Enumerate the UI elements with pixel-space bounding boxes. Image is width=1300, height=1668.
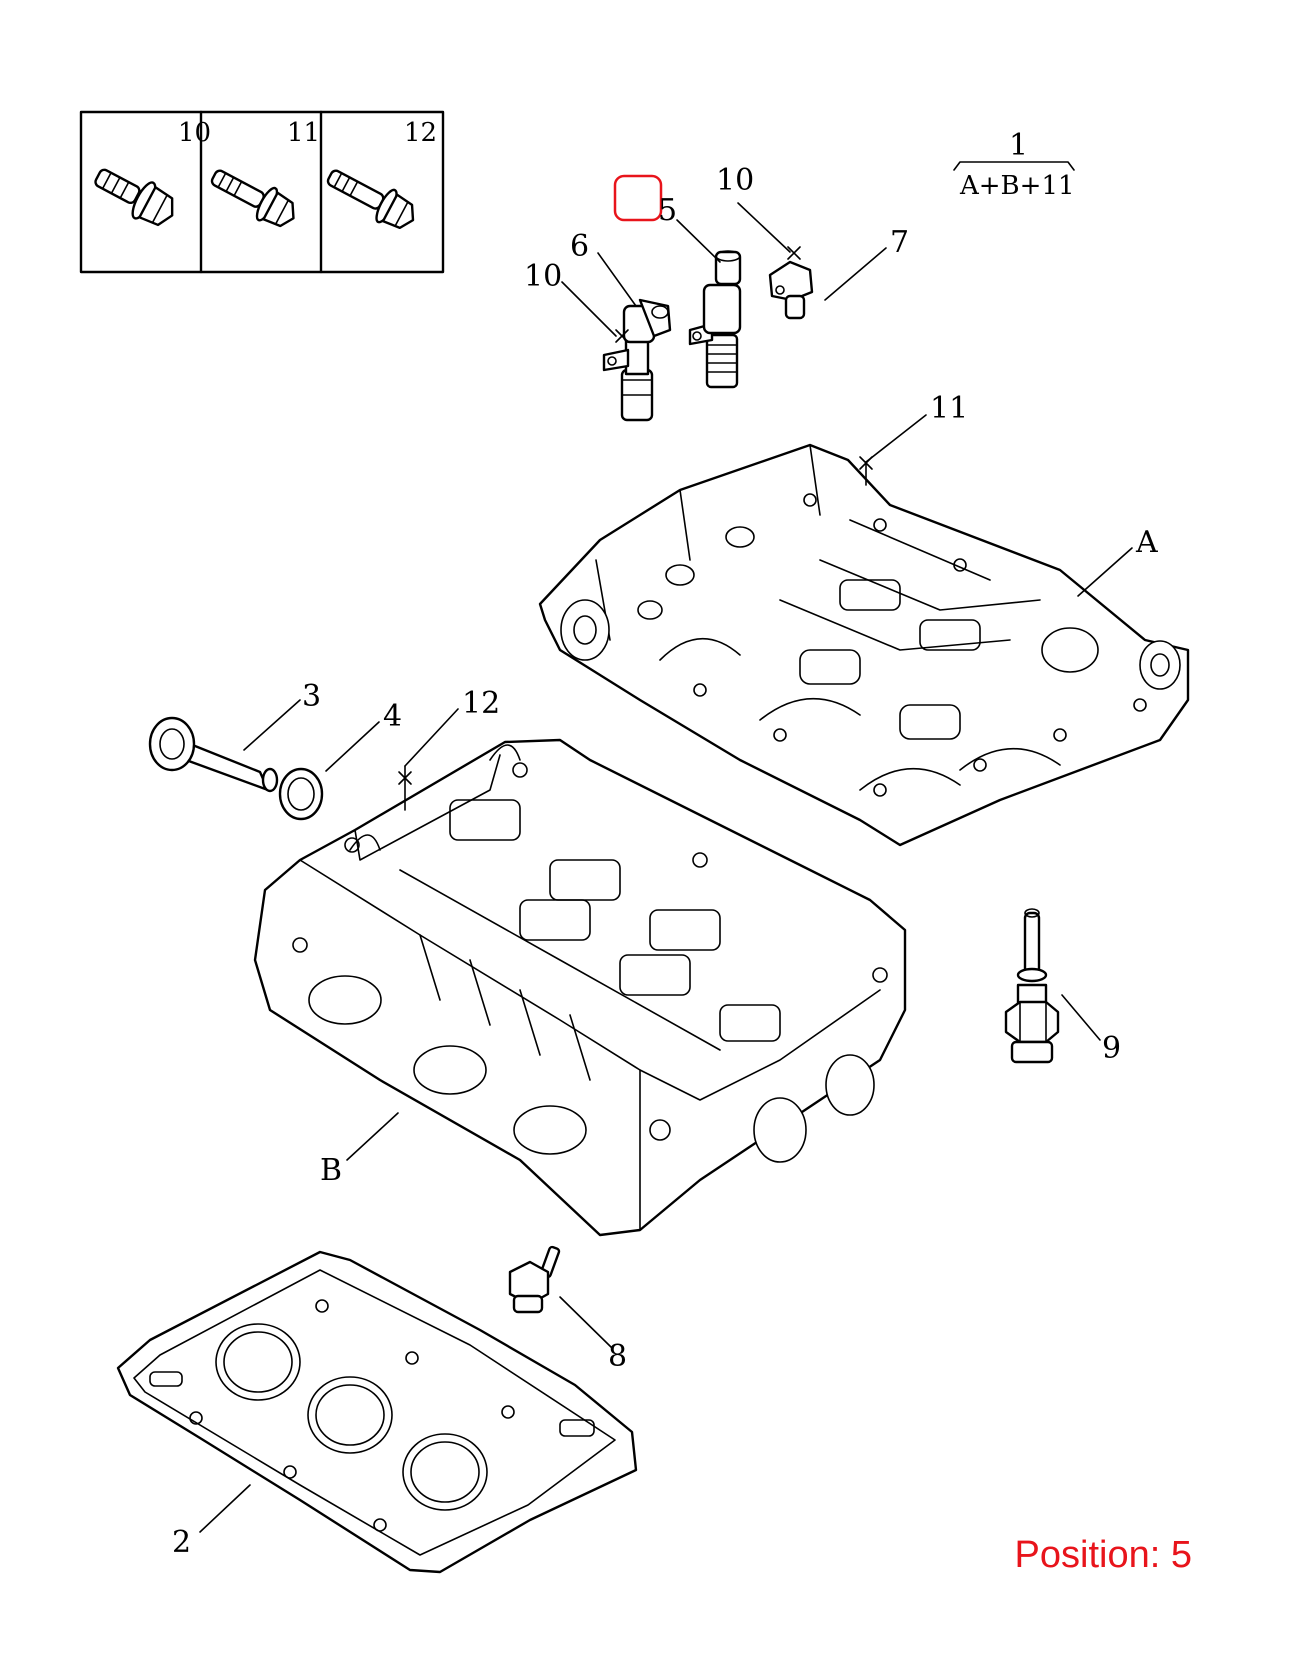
callout-10-left[interactable]: 10 bbox=[524, 259, 562, 294]
bolt-panel-label-11: 11 bbox=[287, 118, 320, 148]
bolt-reference-panel: 10 11 12 bbox=[79, 110, 445, 274]
callout-5-highlight bbox=[613, 174, 663, 222]
solenoid-valve-6-icon bbox=[602, 298, 672, 422]
assembly-number: 1 bbox=[1009, 128, 1028, 163]
callout-7[interactable]: 7 bbox=[890, 225, 909, 260]
bolt-panel-label-10: 10 bbox=[178, 118, 211, 148]
fitting-9-icon bbox=[1004, 908, 1060, 1064]
leader-lines bbox=[199, 202, 1133, 1533]
callout-10-top[interactable]: 10 bbox=[716, 163, 754, 198]
callout-3[interactable]: 3 bbox=[302, 679, 321, 714]
callout-2[interactable]: 2 bbox=[172, 1525, 191, 1560]
o-ring-4-icon bbox=[278, 767, 324, 821]
callout-6[interactable]: 6 bbox=[570, 229, 589, 264]
callout-5[interactable]: 5 bbox=[658, 193, 677, 228]
callout-A[interactable]: A bbox=[1135, 525, 1158, 560]
sensor-7-icon bbox=[768, 260, 814, 320]
bolt-11-icon bbox=[210, 169, 295, 228]
callout-12[interactable]: 12 bbox=[462, 686, 500, 721]
callout-4[interactable]: 4 bbox=[383, 699, 402, 734]
cylinder-head-B-icon bbox=[253, 738, 907, 1237]
solenoid-valve-5-icon bbox=[688, 250, 742, 389]
callout-B[interactable]: B bbox=[320, 1153, 342, 1188]
assembly-label: 1 A+B+11 bbox=[953, 128, 1075, 201]
bolt-10-icon bbox=[94, 168, 174, 227]
cylinder-head-cover-A-icon bbox=[538, 443, 1190, 847]
head-gasket-2-icon bbox=[116, 1250, 638, 1574]
callout-8[interactable]: 8 bbox=[608, 1339, 627, 1374]
bolt-12-icon bbox=[326, 169, 415, 230]
callout-11[interactable]: 11 bbox=[930, 391, 968, 426]
assembly-formula: A+B+11 bbox=[959, 171, 1075, 201]
bolt-panel-label-12: 12 bbox=[404, 118, 437, 148]
sensor-8-icon bbox=[508, 1245, 561, 1314]
position-indicator: Position: 5 bbox=[1014, 1534, 1192, 1576]
callout-labels: 5 10 6 10 7 11 A 3 4 12 9 B 8 2 bbox=[172, 163, 1158, 1560]
callout-9[interactable]: 9 bbox=[1102, 1031, 1121, 1066]
pin-3-icon bbox=[148, 716, 279, 793]
